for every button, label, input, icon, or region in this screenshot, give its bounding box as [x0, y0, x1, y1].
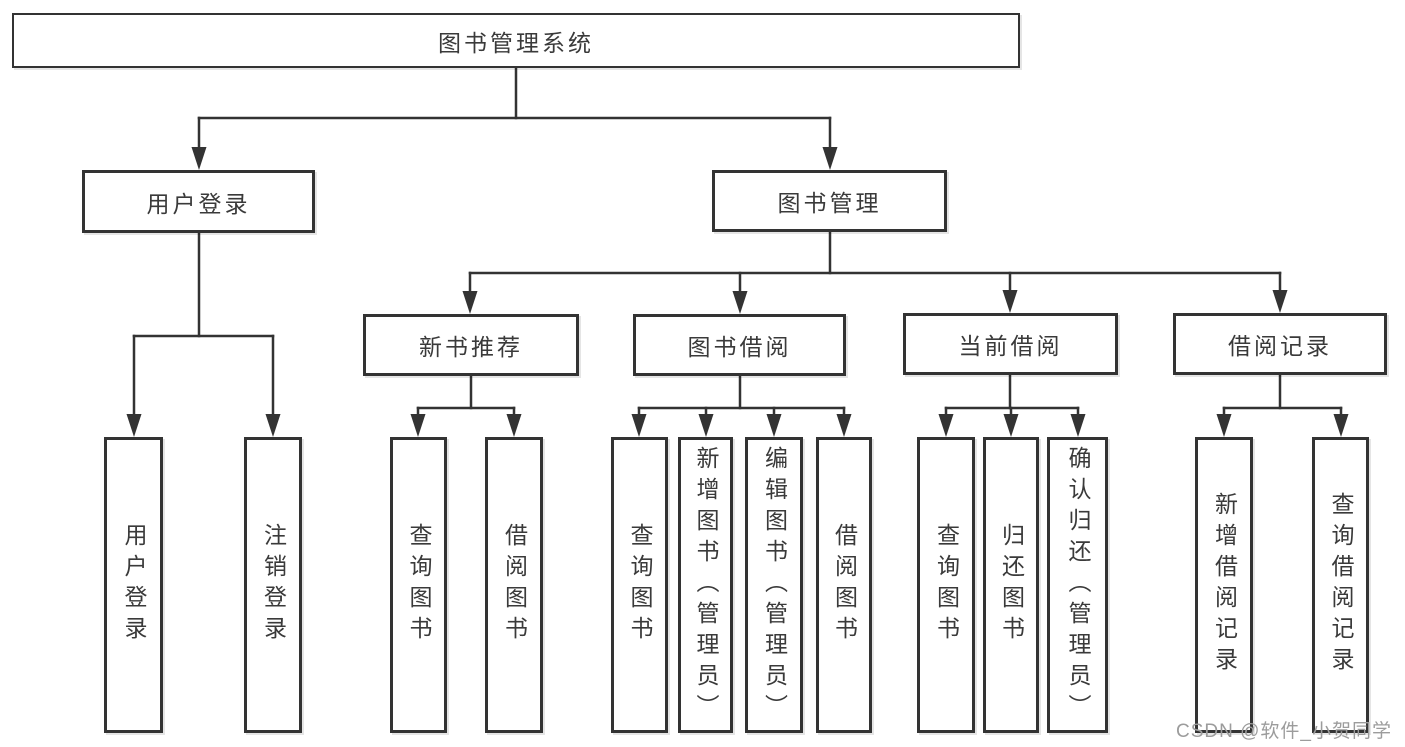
node-leaf-confirm-return-admin: 确认归还（管理员）: [1047, 437, 1108, 733]
node-leaf-add-borrow-record: 新增借阅记录: [1195, 437, 1253, 733]
node-user-login-branch: 用户登录: [82, 170, 315, 233]
node-leaf-borrow-books-recommend: 借阅图书: [485, 437, 543, 733]
node-leaf-query-books-current: 查询图书: [917, 437, 975, 733]
node-new-book-recommend: 新书推荐: [363, 314, 579, 376]
node-system-root: 图书管理系统: [12, 13, 1020, 68]
node-leaf-query-borrow-record: 查询借阅记录: [1312, 437, 1369, 733]
watermark: CSDN @软件_小贺同学: [1176, 721, 1392, 742]
arrowhead-icon: [1333, 414, 1349, 437]
arrowhead-icon: [462, 291, 478, 314]
arrowhead-icon: [631, 414, 647, 437]
node-leaf-return-books: 归还图书: [983, 437, 1039, 733]
node-leaf-borrow-books-borrow: 借阅图书: [816, 437, 872, 733]
node-leaf-add-books-admin: 新增图书（管理员）: [678, 437, 733, 733]
node-leaf-user-login: 用户登录: [104, 437, 163, 733]
arrowhead-icon: [732, 291, 748, 314]
arrowhead-icon: [410, 414, 426, 437]
node-leaf-query-books-recommend: 查询图书: [390, 437, 447, 733]
arrowhead-icon: [836, 414, 852, 437]
arrowhead-icon: [191, 147, 207, 170]
arrowhead-icon: [265, 414, 281, 437]
node-book-management-branch: 图书管理: [712, 170, 947, 232]
arrowhead-icon: [766, 414, 782, 437]
node-leaf-edit-books-admin: 编辑图书（管理员）: [745, 437, 803, 733]
node-leaf-logout: 注销登录: [244, 437, 302, 733]
node-book-borrowing: 图书借阅: [633, 314, 846, 376]
arrowhead-icon: [506, 414, 522, 437]
arrowhead-icon: [1216, 414, 1232, 437]
arrowhead-icon: [938, 414, 954, 437]
node-current-borrowing: 当前借阅: [903, 313, 1118, 375]
arrowhead-icon: [126, 414, 142, 437]
arrowhead-icon: [822, 147, 838, 170]
node-leaf-query-books-borrow: 查询图书: [611, 437, 668, 733]
arrowhead-icon: [1272, 290, 1288, 313]
arrowhead-icon: [1002, 290, 1018, 313]
arrowhead-icon: [1003, 414, 1019, 437]
arrowhead-icon: [698, 414, 714, 437]
node-borrowing-records: 借阅记录: [1173, 313, 1387, 375]
arrowhead-icon: [1070, 414, 1086, 437]
